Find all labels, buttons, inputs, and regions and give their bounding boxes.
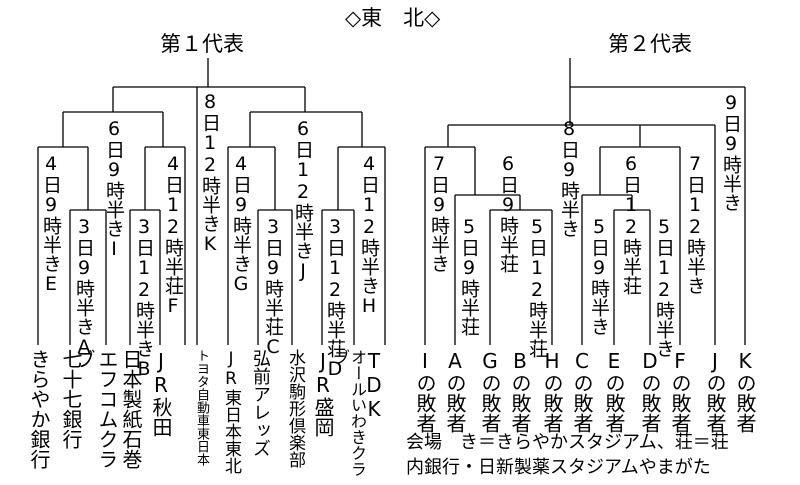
slot-h-loser: Hの敗者 <box>540 349 564 433</box>
match-label-b: 3日12時半きB <box>133 216 155 380</box>
team-efcom-club: エフコムクラブ <box>72 349 119 469</box>
venue-legend-line1: 会場 き＝きらやかスタジアム、荘＝荘 <box>406 432 729 453</box>
slot-c-loser: Cの敗者 <box>570 349 594 433</box>
match-label-5th-c: 5日9時半き <box>588 216 610 336</box>
venue-legend-line2: 内銀行・日新製薬スタジアムやまがた <box>406 457 711 478</box>
slot-i-loser: Iの敗者 <box>413 349 437 433</box>
match-label-5th-a: 5日9時半荘 <box>458 216 480 336</box>
team-jr-akita: JR秋田 <box>149 349 173 437</box>
team-mizusawa-komagata: 水沢駒形倶楽部 <box>285 349 305 468</box>
team-toyota-east-japan: トヨタ自動車東日本 <box>194 349 209 466</box>
slot-a-loser: Aの敗者 <box>443 349 467 433</box>
match-label-7th-left: 7日9時半き <box>428 153 450 273</box>
team-tdk: TDK <box>362 349 386 421</box>
match-label-a: 3日9時半きA <box>73 216 95 358</box>
match-label-f: 4日12時半荘F <box>162 153 184 317</box>
team-nippon-paper-ishinomaki: 日本製紙石巻 <box>119 349 143 469</box>
slot-f-loser: Fの敗者 <box>668 349 692 433</box>
slot-j-loser: Jの敗者 <box>703 349 727 433</box>
match-label-g: 4日9時半きG <box>230 153 252 295</box>
slot-e-loser: Eの敗者 <box>602 349 626 433</box>
match-label-6th-left: 6日9時半荘 <box>497 153 519 273</box>
slot-k-loser: Kの敗者 <box>733 349 757 433</box>
match-label-d: 3日12時半荘D <box>324 216 346 380</box>
team-77-ginko: 七十七銀行 <box>59 349 83 449</box>
slot-d-loser: Dの敗者 <box>638 349 662 433</box>
match-label-9th: 9日9時半き <box>720 92 742 212</box>
match-label-6th-right: 6日12時半荘 <box>620 153 642 295</box>
match-label-5th-b: 5日12時半荘 <box>526 216 548 358</box>
match-label-k: 8日12時半きK <box>199 91 221 255</box>
match-label-7th-right: 7日12時半き <box>684 153 706 295</box>
match-label-h: 4日12時半きH <box>358 153 380 317</box>
team-kirayaka-ginko: きらやか銀行 <box>27 349 51 469</box>
team-hirosaki-alleds: 弘前アレッズ <box>250 349 271 457</box>
match-label-5th-d: 5日12時半き <box>653 216 675 358</box>
second-representative-title: 第２代表 <box>608 32 692 56</box>
match-label-i: 6日9時半きI <box>103 118 125 260</box>
team-jr-morioka: JR盛岡 <box>311 349 335 437</box>
match-label-c: 3日9時半荘C <box>262 216 284 358</box>
team-jr-east-tohoku: JR東日本東北 <box>221 349 241 474</box>
match-label-8th: 8日9時半き <box>558 118 580 238</box>
match-label-j: 6日12時半きJ <box>292 118 314 282</box>
slot-g-loser: Gの敗者 <box>478 349 502 433</box>
slot-b-loser: Bの敗者 <box>508 349 532 433</box>
first-representative-title: 第１代表 <box>160 32 244 56</box>
match-label-e: 4日9時半きE <box>40 153 62 295</box>
region-title: ◇東 北◇ <box>345 6 441 30</box>
team-all-iwaki-club: オールいわきクラブ <box>331 349 367 477</box>
